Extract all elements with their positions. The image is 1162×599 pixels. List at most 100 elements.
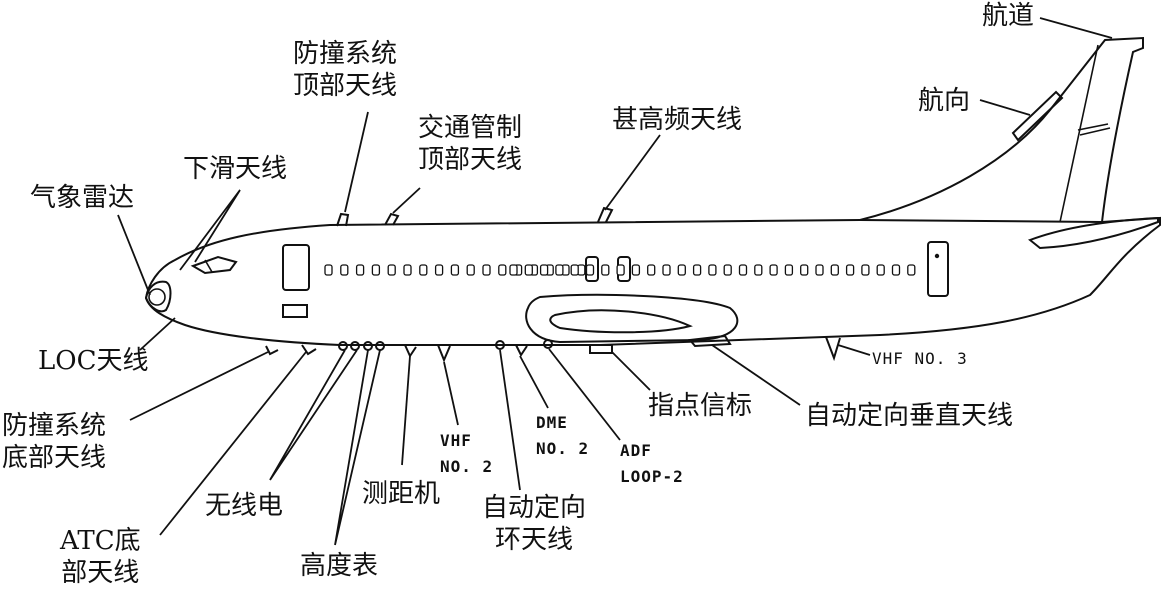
nose-radome [144,280,172,313]
label-adf-loop-line1: 自动定向 [482,493,587,523]
label-tcas-top-line2: 顶部天线 [293,71,398,101]
cabin-window [498,264,507,276]
cabin-window [769,264,778,276]
rudder-trim-tab [1077,123,1111,136]
cabin-window [647,264,656,276]
tcas-bottom-antenna [265,345,279,356]
leader-adf-sense [711,344,801,406]
cabin-window [387,264,396,276]
cabin-window [784,264,794,276]
leader-hf [604,134,661,211]
cabin-window [482,264,491,276]
label-atc-bottom-line1: ATC底 [60,526,141,556]
label-glideslope: 下滑天线 [183,154,288,184]
forward-lower-hatch [282,304,308,318]
leader-heading [979,99,1031,116]
cabin-window [570,264,579,276]
label-dme2-line1: DME [536,413,568,432]
label-dme2-line2: NO. 2 [536,439,590,458]
leader-vhf2 [443,361,459,426]
cabin-window [662,264,671,276]
radio-altimeter-antenna-2 [350,341,360,351]
cabin-window [907,264,916,276]
cabin-window [403,264,412,276]
rudder-hinge [1059,44,1099,223]
label-altimeter: 高度表 [300,551,379,581]
cockpit-window-frame [204,259,213,273]
fin-heading-antenna [1011,90,1064,142]
cabin-window [616,264,625,276]
cabin-windows-forward [324,264,586,276]
label-vhf2-line1: VHF [440,431,472,450]
fuselage-outline [144,216,1161,346]
label-weather-radar: 气象雷达 [30,183,135,213]
cabin-window [340,264,349,276]
cabin-window [631,264,641,276]
label-adf-loop-line2: 环天线 [495,525,574,555]
leader-atc-top [392,187,421,214]
label-tcas-top-line1: 防撞系统 [293,39,398,69]
label-dme: 测距机 [362,479,441,509]
leader-weather-radar [117,214,151,296]
cabin-window [738,264,748,276]
dme-antenna [404,344,417,359]
hf-antenna-blade [597,206,614,223]
radar-dish [148,288,166,306]
cabin-window [585,264,595,276]
label-radio: 无线电 [205,491,284,521]
label-atc-top-line2: 顶部天线 [418,145,523,175]
adf-loop-antenna [495,340,505,350]
cabin-window [692,264,702,276]
label-tcas-bottom: 防撞系统 底部天线 [2,410,106,474]
label-runway: 航道 [982,1,1035,31]
cabin-window [754,264,763,276]
label-vhf2-line2: NO. 2 [440,457,494,476]
label-hf: 甚高频天线 [612,105,743,135]
label-vhf2: VHF NO. 2 [440,428,493,480]
leader-adf-loop2 [548,348,621,441]
label-adf-sense: 自动定向垂直天线 [805,401,1014,431]
leader-vhf3 [837,344,871,356]
cockpit-windows [190,255,238,275]
aft-door [927,241,949,297]
engine-lower [688,334,732,348]
cabin-window [539,264,549,276]
wing-section [549,309,693,334]
label-vhf3: VHF NO. 3 [872,349,968,368]
cabin-window [723,264,732,276]
leader-altimeter [334,349,381,546]
cabin-window [677,264,686,276]
label-adf-loop2: ADF LOOP-2 [620,438,684,490]
label-atc-top-line1: 交通管制 [418,113,523,143]
cabin-window [845,264,855,276]
label-dme2: DME NO. 2 [536,410,589,462]
tcas-top-antenna [336,212,350,227]
cabin-window [324,264,333,276]
label-atc-bottom-line2: 部天线 [61,558,140,588]
cabin-window [509,264,518,276]
cabin-window [466,264,475,276]
label-adf-loop2-line2: LOOP-2 [620,467,684,486]
label-adf-loop: 自动定向 环天线 [482,492,586,556]
atc-top-antenna [384,212,400,226]
label-adf-loop2-line1: ADF [620,441,652,460]
cabin-window [434,264,444,276]
label-atc-bottom: ATC底 部天线 [60,525,141,589]
label-tcas-top: 防撞系统 顶部天线 [293,38,397,102]
leader-tcas-bottom [129,351,269,421]
label-atc-top: 交通管制 顶部天线 [418,112,522,176]
cabin-windows-aft [509,264,916,276]
atc-bottom-antenna [301,344,317,356]
vhf2-antenna [437,344,451,363]
leader-tcas-top [344,111,369,213]
cabin-window [815,264,824,276]
radio-altimeter-antenna-1 [338,341,348,351]
leader-runway [1039,17,1113,39]
cabin-window [371,264,381,276]
label-tcas-bottom-line1: 防撞系统 [2,411,107,441]
cabin-window [524,264,533,276]
marker-beacon-antenna [589,344,613,354]
cabin-window [555,264,564,276]
label-tcas-bottom-line2: 底部天线 [2,443,107,473]
